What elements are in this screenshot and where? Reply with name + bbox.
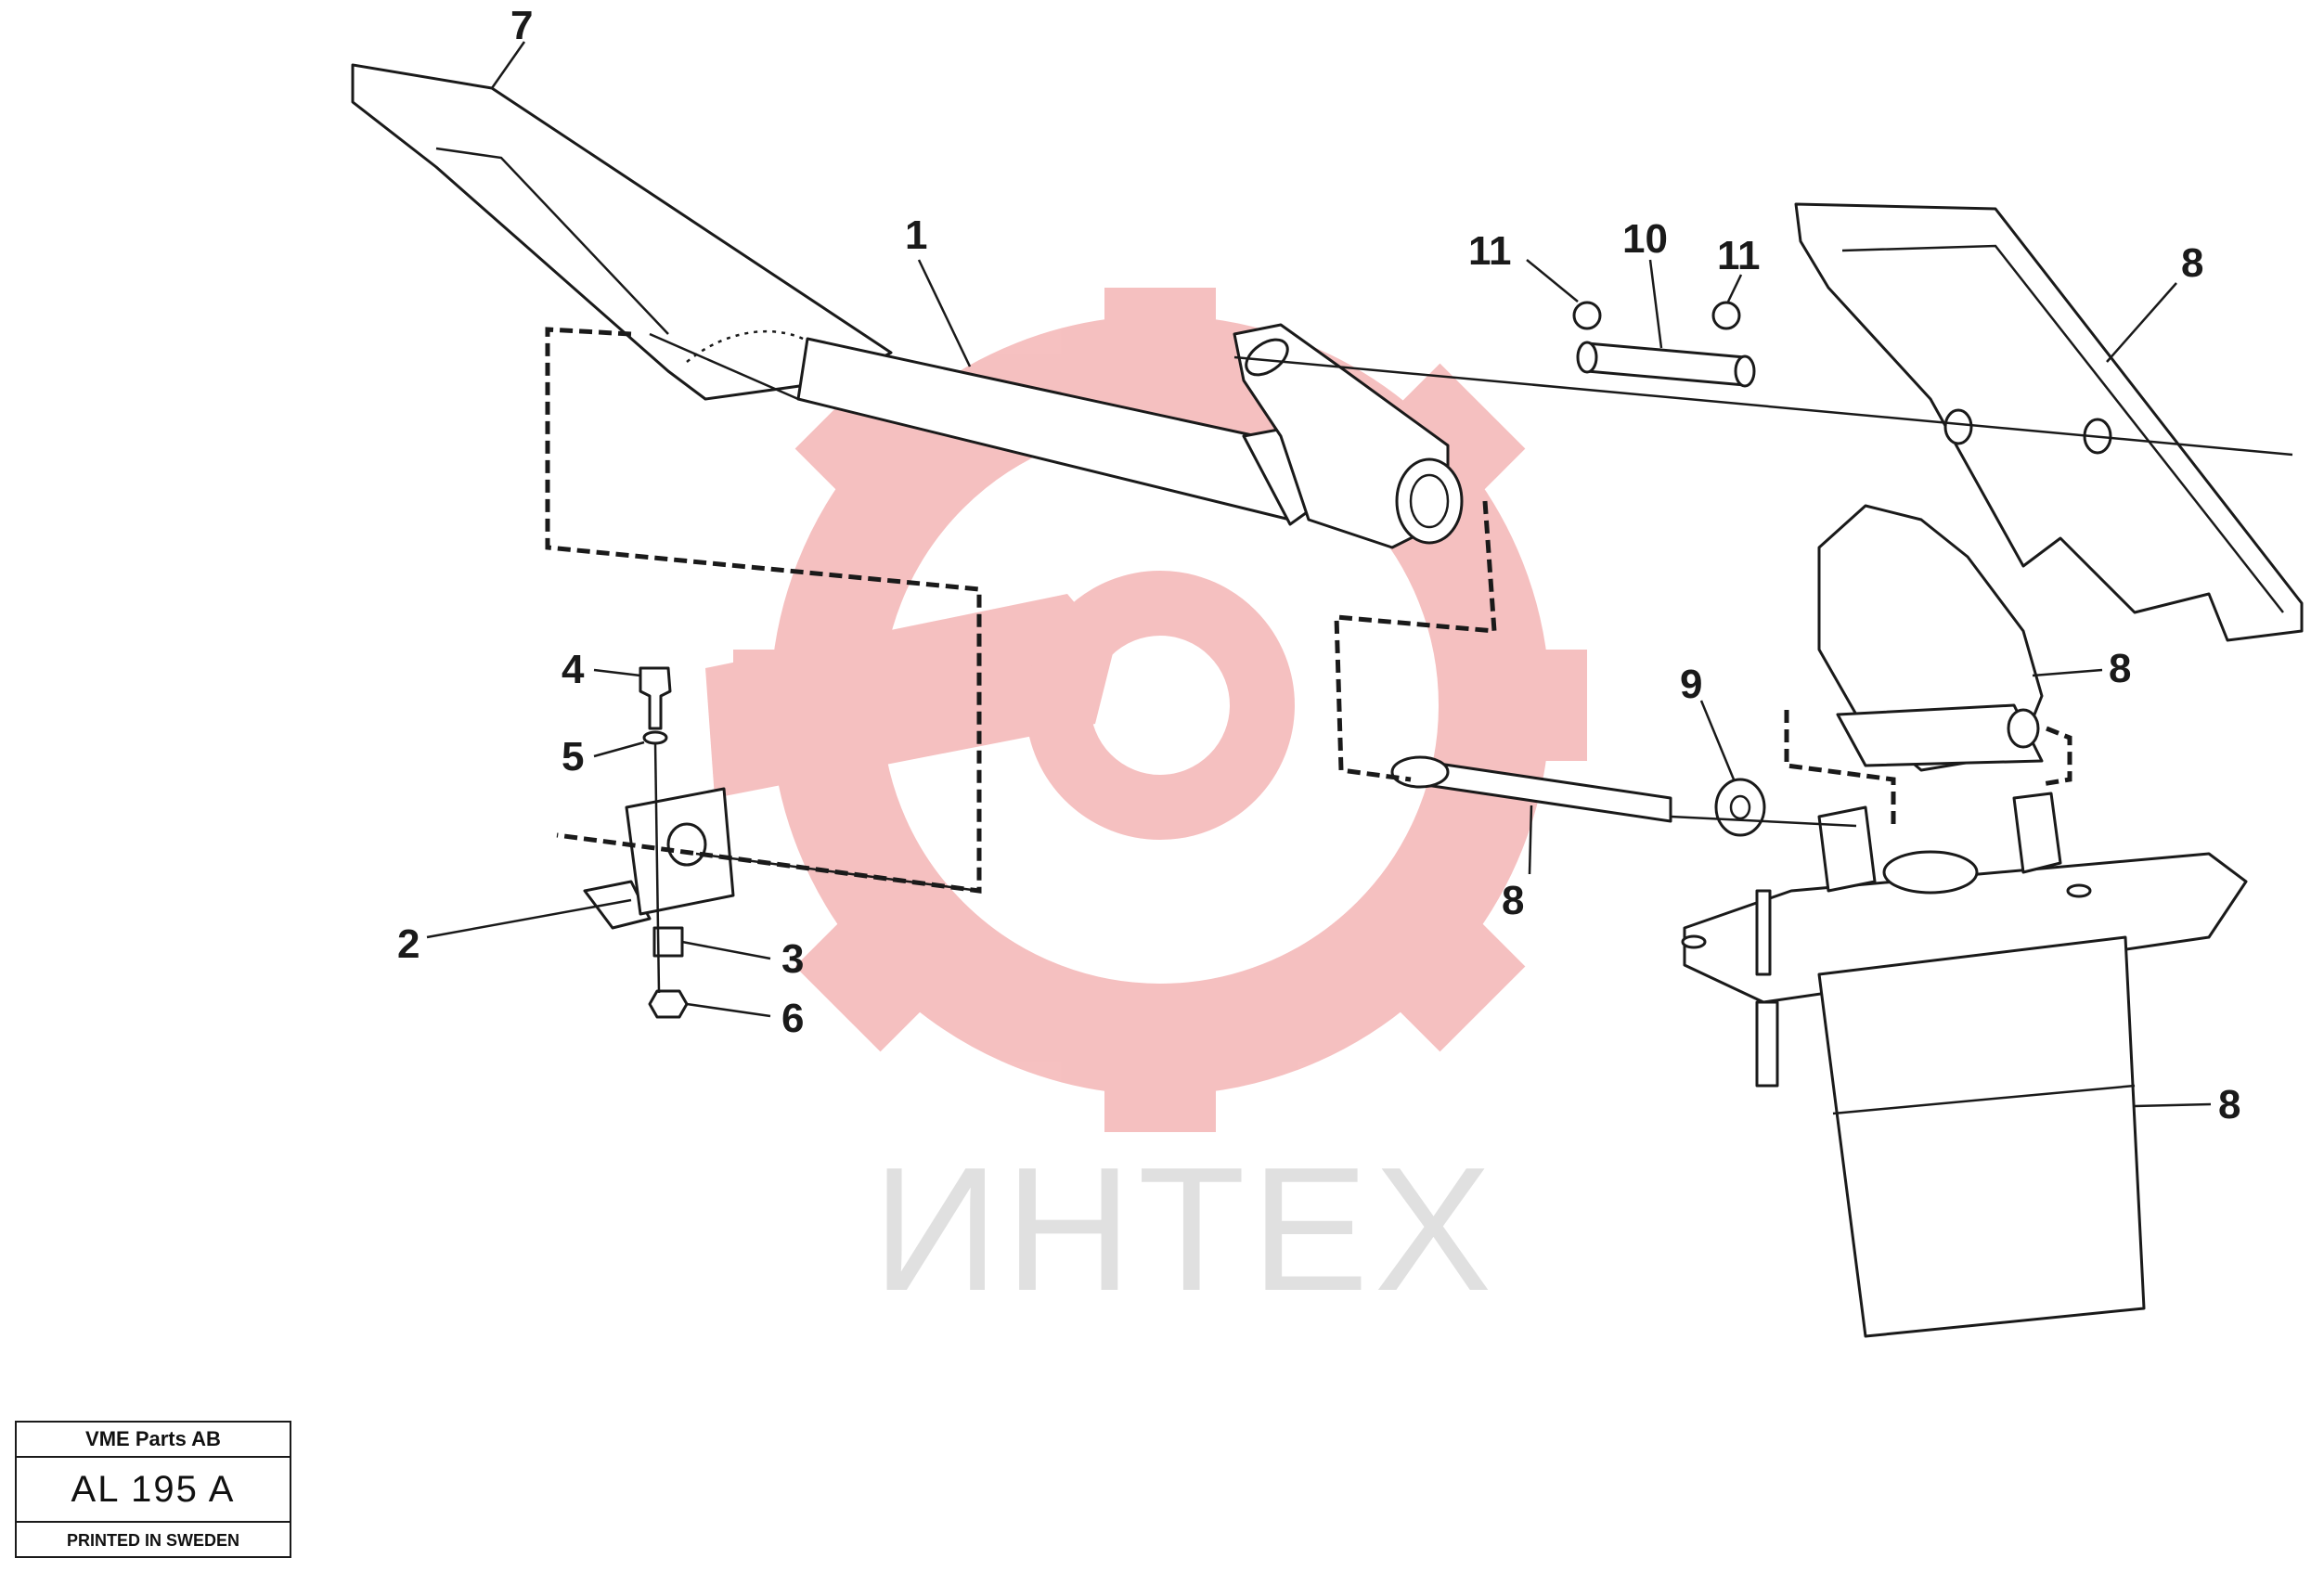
watermark-gear-wrench — [705, 594, 1114, 798]
title-block-printed-note: PRINTED IN SWEDEN — [66, 1531, 239, 1550]
title-block-drawing-code: AL 195 A — [17, 1458, 290, 1523]
callout-3: 3 — [781, 936, 804, 982]
phantom-outline-right — [1784, 710, 1896, 826]
washer-part-5 — [642, 730, 668, 745]
callout-4: 4 — [562, 647, 585, 692]
shaft-part-1 — [796, 323, 1464, 549]
axis-line-screw — [653, 741, 661, 994]
spacer-part-3 — [652, 926, 684, 958]
callout-9: 9 — [1680, 662, 1702, 707]
leader-line-4 — [593, 668, 641, 677]
phantom-outline-left — [545, 327, 982, 894]
washer-part-9 — [1714, 778, 1766, 837]
phantom-outline-right-2 — [2041, 726, 2072, 787]
leader-line-2 — [426, 898, 632, 939]
leader-line-7 — [490, 41, 526, 89]
frame-part-8-upper — [1794, 202, 2304, 642]
callout-8-frame-base: 8 — [2218, 1082, 2240, 1127]
callout-7: 7 — [510, 3, 533, 48]
leader-line-3 — [681, 940, 771, 960]
pin-part-10 — [1576, 341, 1756, 388]
leader-line-1 — [917, 259, 972, 367]
leader-line-8d — [2134, 1102, 2212, 1108]
washer-part-9-hole — [1729, 794, 1751, 820]
bracket-part-2 — [583, 787, 735, 930]
axis-line-bracket — [695, 852, 980, 893]
frame-part-8-middle — [1817, 504, 2044, 772]
leader-line-11b — [1726, 274, 1743, 303]
title-block: VME Parts AB AL 195 A PRINTED IN SWEDEN — [15, 1421, 291, 1558]
watermark-gear-hub — [1026, 571, 1295, 840]
title-block-company: VME Parts AB — [17, 1423, 290, 1458]
leader-line-8c — [1528, 805, 1533, 875]
callout-6: 6 — [781, 996, 804, 1041]
leader-line-9 — [1699, 700, 1736, 780]
watermark-text: ИНТЕХ — [872, 1131, 1497, 1328]
leader-line-6 — [686, 1002, 771, 1018]
callout-1: 1 — [905, 212, 927, 258]
circlip-part-11-right — [1711, 301, 1741, 330]
callout-11-right: 11 — [1717, 233, 1761, 278]
circlip-part-11-left — [1572, 301, 1602, 330]
leader-line-10 — [1648, 259, 1663, 349]
callout-8-pin: 8 — [1502, 878, 1524, 923]
frame-part-8-base — [1681, 792, 2248, 1338]
callout-8-frame-upper: 8 — [2181, 240, 2203, 286]
leader-line-8a — [2106, 282, 2177, 363]
pedal-arm-part-7 — [351, 63, 893, 401]
nut-part-6 — [648, 989, 689, 1019]
leader-line-5 — [593, 740, 645, 758]
screw-part-4 — [639, 666, 672, 730]
axis-line-upper — [1233, 355, 2293, 457]
callout-8-frame-middle: 8 — [2109, 646, 2131, 691]
callout-10: 10 — [1622, 216, 1668, 262]
axis-line-pin — [1670, 815, 1857, 828]
callout-5: 5 — [562, 734, 584, 779]
phantom-outline-center — [1334, 500, 1497, 782]
leader-line-8b — [2032, 668, 2103, 677]
callout-2: 2 — [397, 921, 420, 967]
callout-11-left: 11 — [1468, 228, 1512, 274]
leader-line-11a — [1526, 259, 1579, 303]
